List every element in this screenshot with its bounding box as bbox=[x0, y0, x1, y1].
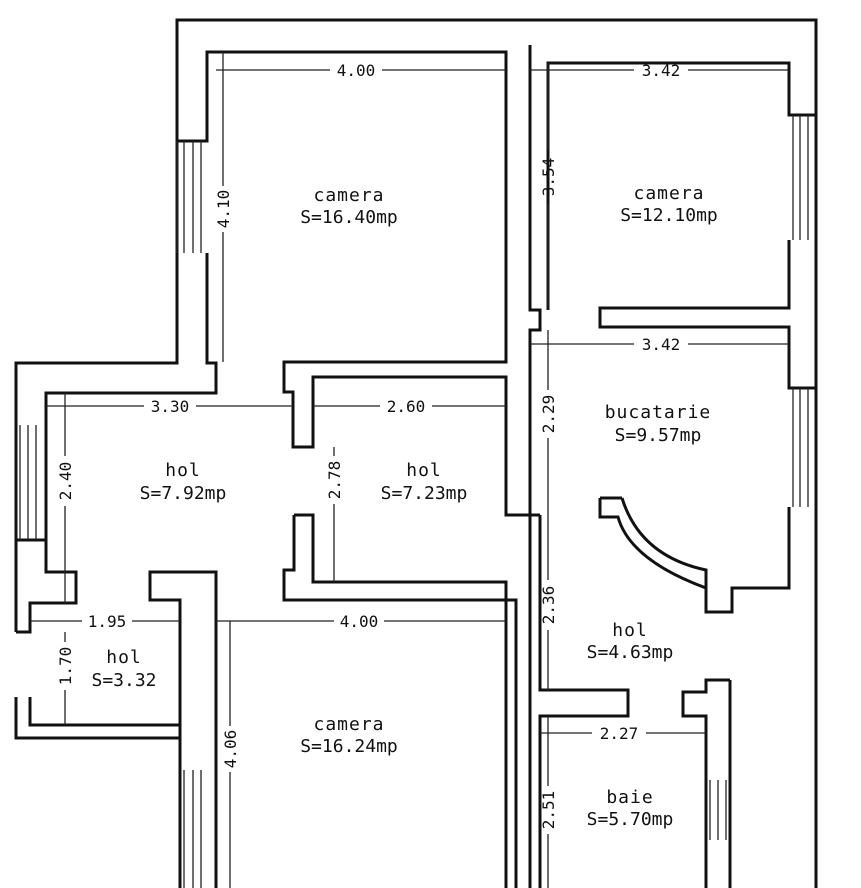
dim-label: 3.30 bbox=[151, 397, 190, 416]
window-camera2 bbox=[792, 115, 809, 240]
room-area: S=7.92mp bbox=[140, 483, 227, 504]
room-area: S=9.57mp bbox=[615, 425, 702, 446]
dimension-lines bbox=[30, 52, 789, 888]
room-area: S=7.23mp bbox=[381, 483, 468, 504]
room-labels: camera S=16.40mp camera S=12.10mp bucata… bbox=[91, 183, 717, 830]
room-name: bucatarie bbox=[605, 402, 712, 423]
camera1-left-jamb bbox=[177, 50, 540, 517]
dim-label: 2.51 bbox=[539, 791, 558, 830]
dim-label: 2.78 bbox=[325, 461, 344, 500]
window-camera1 bbox=[176, 141, 202, 253]
walls bbox=[14, 18, 818, 888]
dim-label: 4.06 bbox=[221, 730, 240, 769]
room-area: S=4.63mp bbox=[587, 642, 674, 663]
dim-label: 3.42 bbox=[642, 335, 681, 354]
room-name: hol bbox=[165, 460, 201, 481]
bath-top-wall bbox=[538, 515, 630, 888]
room-area: S=5.70mp bbox=[587, 809, 674, 830]
bath-right-wall bbox=[681, 678, 730, 888]
dim-label: 4.10 bbox=[214, 190, 233, 229]
central-partition-2 bbox=[282, 515, 518, 888]
room-name: hol bbox=[106, 647, 142, 668]
windows bbox=[19, 115, 809, 888]
small-hol-inner bbox=[28, 697, 180, 727]
window-camera3 bbox=[183, 770, 202, 888]
small-hol-bottom bbox=[14, 570, 218, 888]
central-partition bbox=[294, 513, 508, 888]
window-bath bbox=[709, 780, 727, 840]
room-name: hol bbox=[612, 620, 648, 641]
small-hol-walls bbox=[16, 540, 78, 634]
dim-label: 4.00 bbox=[340, 612, 379, 631]
dim-label: 3.54 bbox=[539, 158, 558, 197]
room-name: camera bbox=[633, 183, 704, 204]
dim-label: 2.40 bbox=[56, 462, 75, 501]
room-area: S=3.32 bbox=[91, 670, 156, 691]
dim-label: 2.27 bbox=[600, 724, 639, 743]
window-hol-left bbox=[19, 425, 37, 540]
kitchen-curved-wall bbox=[598, 497, 708, 590]
dim-label: 3.42 bbox=[642, 61, 681, 80]
room-area: S=16.40mp bbox=[300, 207, 398, 228]
kitchen-right-wall bbox=[704, 507, 791, 614]
room-name: camera bbox=[313, 714, 384, 735]
outer-wall-top bbox=[14, 18, 818, 888]
room-name: hol bbox=[406, 460, 442, 481]
kitchen-top-wall bbox=[598, 240, 816, 390]
dim-label: 2.29 bbox=[539, 395, 558, 434]
middle-wall-top bbox=[528, 45, 542, 888]
room-name: camera bbox=[313, 185, 384, 206]
room-area: S=12.10mp bbox=[620, 205, 718, 226]
room-area: S=16.24mp bbox=[300, 736, 398, 757]
room-name: baie bbox=[606, 787, 653, 808]
dim-label: 1.95 bbox=[88, 612, 127, 631]
dim-label: 4.00 bbox=[337, 61, 376, 80]
dimension-labels: 4.00 3.42 4.10 3.54 3.42 3.30 2.60 2.29 … bbox=[56, 61, 680, 829]
dim-label: 2.60 bbox=[387, 397, 426, 416]
dim-label: 2.36 bbox=[539, 586, 558, 625]
dim-label: 1.70 bbox=[56, 647, 75, 686]
window-kitchen bbox=[792, 388, 809, 507]
